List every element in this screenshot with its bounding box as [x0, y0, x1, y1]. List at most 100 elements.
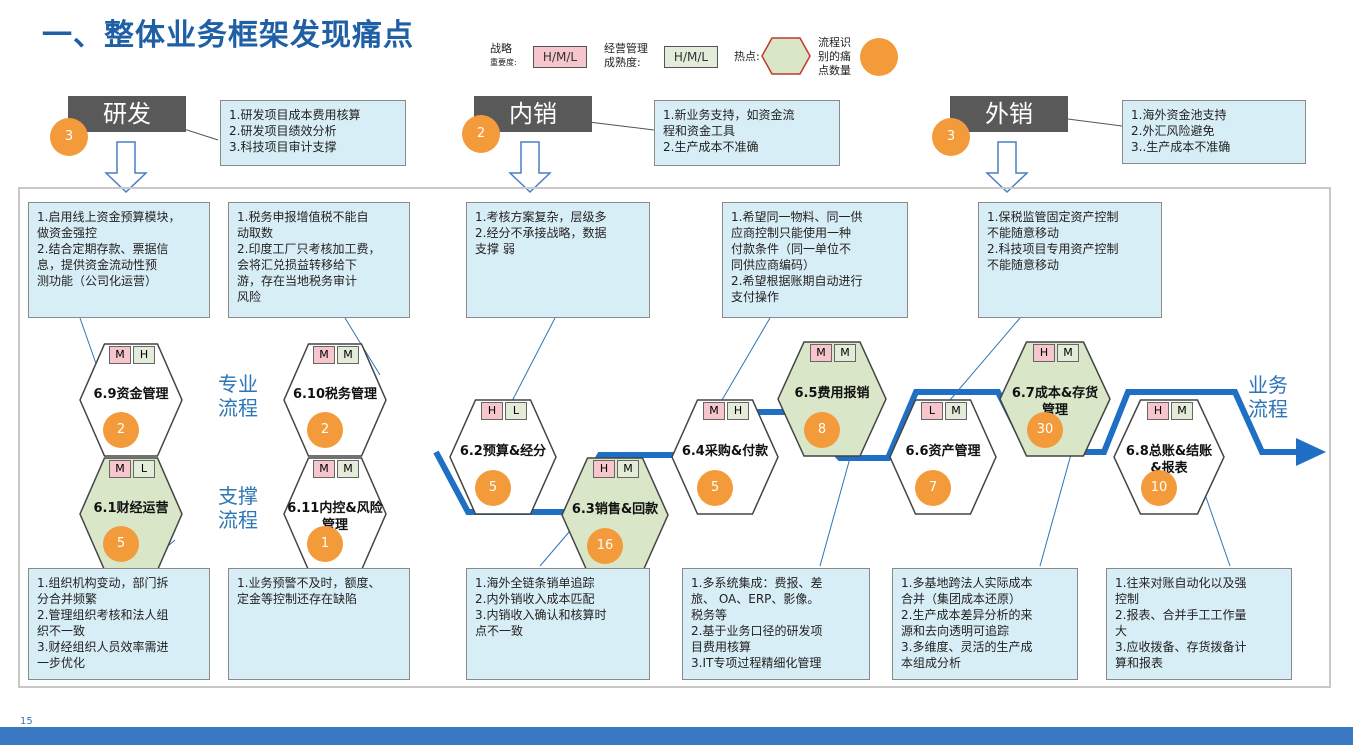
- legend-count: 流程识 别的痛 点数量: [818, 36, 851, 78]
- legend-strategy-label: 战略: [490, 42, 512, 55]
- legend-strategy: 战略 重要度:: [490, 42, 517, 70]
- maturity-tag: H: [727, 402, 749, 420]
- note-line: 2.印度工厂只考核加工费，: [237, 242, 381, 256]
- note-line: 1.保税监管固定资产控制: [987, 210, 1119, 224]
- hex-label: 6.5费用报销: [794, 386, 870, 401]
- pain-note-6-7: 1.多基地跨法人实际成本 合并（集团成本还原） 2.生产成本差异分析的来 源和去…: [892, 568, 1078, 680]
- pain-note-6-1: 1.组织机构变动，部门拆 分合并频繁 2.管理组织考核和法人组 织不一致 3.财…: [28, 568, 210, 680]
- note-line: 合并（集团成本还原）: [901, 592, 1022, 606]
- pain-count-circle: 5: [475, 470, 511, 506]
- note-line: 点不一致: [475, 624, 524, 638]
- hex-label: 6.8总账&结账 &报表: [1125, 444, 1213, 476]
- note-line: 不能随意移动: [987, 258, 1060, 272]
- note-line: 3.IT专项过程精细化管理: [691, 656, 822, 670]
- note-line: 3..生产成本不准确: [1131, 140, 1231, 154]
- pain-count-circle: 2: [103, 412, 139, 448]
- page-title: 一、整体业务框架发现痛点: [42, 18, 414, 53]
- note-line: 1.组织机构变动，部门拆: [37, 576, 169, 590]
- pain-count-circle: 10: [1141, 470, 1177, 506]
- domain-notes-domestic: 1.新业务支持，如资金流 程和资金工具 2.生产成本不准确: [654, 100, 840, 166]
- legend-maturity-box: H/M/L: [664, 46, 718, 68]
- note-line: 同供应商编码）: [731, 258, 816, 272]
- maturity-tag: M: [337, 346, 359, 364]
- note-line: 2.结合定期存款、票据信: [37, 242, 169, 256]
- pain-count-circle: 8: [804, 412, 840, 448]
- hex-label: 6.1财经运营: [93, 501, 169, 516]
- note-line: 控制: [1115, 592, 1140, 606]
- hex-label: 6.2预算&经分: [459, 444, 547, 459]
- pain-note-6-6: 1.保税监管固定资产控制 不能随意移动 2.科技项目专用资产控制 不能随意移动: [978, 202, 1162, 318]
- note-line: 2.基于业务口径的研发项: [691, 624, 823, 638]
- note-line: 1.税务申报增值税不能自: [237, 210, 369, 224]
- domain-tab-export: 外销: [950, 96, 1068, 132]
- hex-label: 6.9资金管理: [93, 387, 169, 402]
- note-line: 1.启用线上资金预算模块，: [37, 210, 181, 224]
- hex-label: 6.3销售&回款: [571, 502, 659, 517]
- note-line: 付款条件（同一单位不: [731, 242, 852, 256]
- legend-maturity: 经营管理 成熟度:: [604, 42, 648, 70]
- domain-notes-export: 1.海外资金池支持 2.外汇风险避免 3..生产成本不准确: [1122, 100, 1306, 164]
- hex-label: 6.10税务管理: [292, 387, 378, 402]
- domain-tab-rd: 研发: [68, 96, 186, 132]
- note-line: 应商控制只能使用一种: [731, 226, 852, 240]
- maturity-tag: L: [505, 402, 527, 420]
- pain-note-6-4: 1.希望同一物料、同一供 应商控制只能使用一种 付款条件（同一单位不 同供应商编…: [722, 202, 908, 318]
- note-line: 会将汇兑损益转移给下: [237, 258, 358, 272]
- note-line: 1.业务预警不及时，额度、: [237, 576, 381, 590]
- note-line: 息，提供资金流动性预: [37, 258, 158, 272]
- pain-count-circle: 2: [307, 412, 343, 448]
- importance-tag: M: [109, 346, 131, 364]
- note-line: 不能随意移动: [987, 226, 1060, 240]
- note-line: 定金等控制还存在缺陷: [237, 592, 358, 606]
- pain-count-circle: 7: [915, 470, 951, 506]
- legend-maturity-label-1: 经营管理: [604, 42, 648, 55]
- pain-count-circle: 16: [587, 528, 623, 564]
- note-line: 3.财经组织人员效率需进: [37, 640, 169, 654]
- note-line: 3.科技项目审计支撑: [229, 140, 337, 154]
- pain-note-6-10: 1.税务申报增值税不能自 动取数 2.印度工厂只考核加工费， 会将汇兑损益转移给…: [228, 202, 410, 318]
- legend-importance-label: 重要度:: [490, 58, 517, 67]
- legend-count-circle-icon: [860, 38, 898, 76]
- note-line: 目费用核算: [691, 640, 752, 654]
- maturity-tag: M: [945, 402, 967, 420]
- note-line: 2.科技项目专用资产控制: [987, 242, 1119, 256]
- domain-count-domestic: 2: [462, 115, 500, 153]
- pain-note-6-2: 1.考核方案复杂，层级多 2.经分不承接战略，数据 支撑 弱: [466, 202, 650, 318]
- pain-note-6-5: 1.多系统集成：费报、差 旅、 OA、ERP、影像。 税务等 2.基于业务口径的…: [682, 568, 870, 680]
- importance-tag: H: [481, 402, 503, 420]
- note-line: 2.生产成本不准确: [663, 140, 759, 154]
- importance-tag: M: [313, 460, 335, 478]
- note-line: 1.研发项目成本费用核算: [229, 108, 361, 122]
- note-line: 1.新业务支持，如资金流: [663, 108, 795, 122]
- importance-tag: M: [313, 346, 335, 364]
- note-line: 分合并频繁: [37, 592, 98, 606]
- domain-count-rd: 3: [50, 118, 88, 156]
- legend-count-label-1: 流程识: [818, 36, 851, 49]
- arrow-down-icon: [985, 141, 1029, 194]
- arrow-down-icon: [508, 141, 552, 194]
- note-line: 1.考核方案复杂，层级多: [475, 210, 607, 224]
- maturity-tag: L: [133, 460, 155, 478]
- note-line: 2.研发项目绩效分析: [229, 124, 337, 138]
- note-line: 测功能（公司化运营）: [37, 274, 158, 288]
- importance-tag: H: [1033, 344, 1055, 362]
- note-line: 源和去向透明可追踪: [901, 624, 1010, 638]
- pain-note-6-8: 1.往来对账自动化以及强 控制 2.报表、合并手工工作量 大 3.应收拨备、存货…: [1106, 568, 1292, 680]
- pain-note-6-11: 1.业务预警不及时，额度、 定金等控制还存在缺陷: [228, 568, 410, 680]
- importance-tag: M: [810, 344, 832, 362]
- pain-note-6-9: 1.启用线上资金预算模块， 做资金强控 2.结合定期存款、票据信 息，提供资金流…: [28, 202, 210, 318]
- importance-tag: H: [1147, 402, 1169, 420]
- maturity-tag: M: [617, 460, 639, 478]
- note-line: 1.希望同一物料、同一供: [731, 210, 863, 224]
- note-line: 2.经分不承接战略，数据: [475, 226, 607, 240]
- importance-tag: M: [703, 402, 725, 420]
- domain-count-export: 3: [932, 118, 970, 156]
- note-line: 1.海外资金池支持: [1131, 108, 1227, 122]
- note-line: 旅、 OA、ERP、影像。: [691, 592, 820, 606]
